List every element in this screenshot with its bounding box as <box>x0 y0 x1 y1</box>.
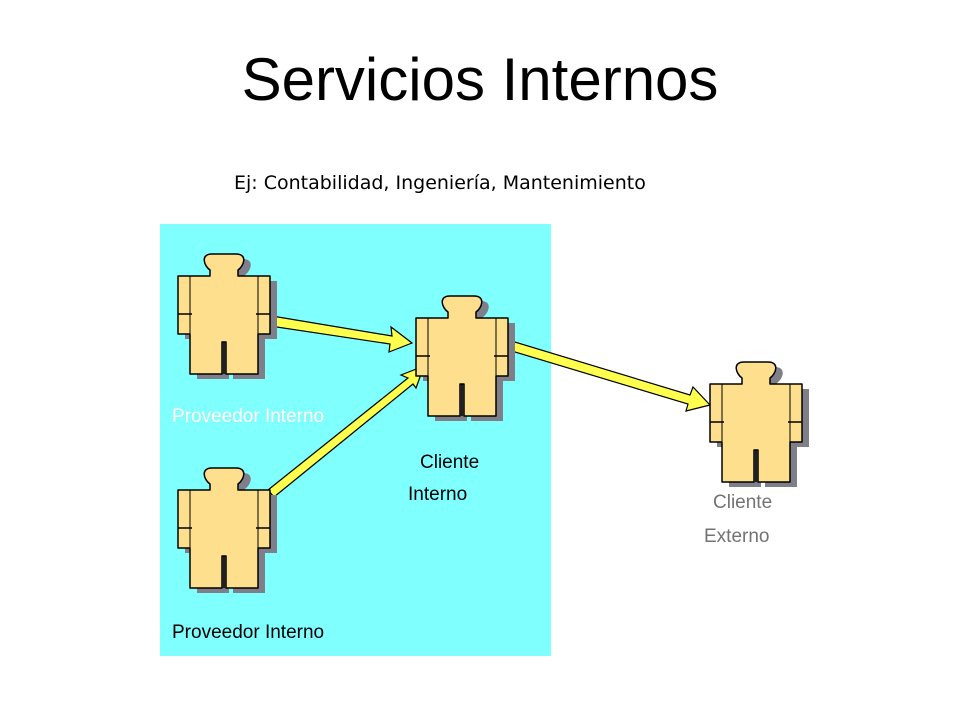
arrow-proveedor-2-to-cliente-interno <box>267 364 426 498</box>
label-cliente-externo-line1: Cliente <box>713 492 773 513</box>
label-cliente-externo-line2: Externo <box>704 526 770 547</box>
arrow-cliente-interno-to-cliente-externo <box>504 339 712 412</box>
label-cliente-interno-line2: Interno <box>408 484 468 505</box>
label-proveedor-1: Proveedor Interno <box>172 406 325 427</box>
arrow-proveedor-1-to-cliente-interno <box>269 315 414 353</box>
label-cliente-interno-line1: Cliente <box>420 452 480 473</box>
slide-title: Servicios Internos <box>241 46 719 113</box>
label-proveedor-2: Proveedor Interno <box>172 622 325 643</box>
slide-subtitle: Ej: Contabilidad, Ingeniería, Mantenimie… <box>234 172 646 194</box>
person-icon-cliente-externo <box>709 361 810 488</box>
